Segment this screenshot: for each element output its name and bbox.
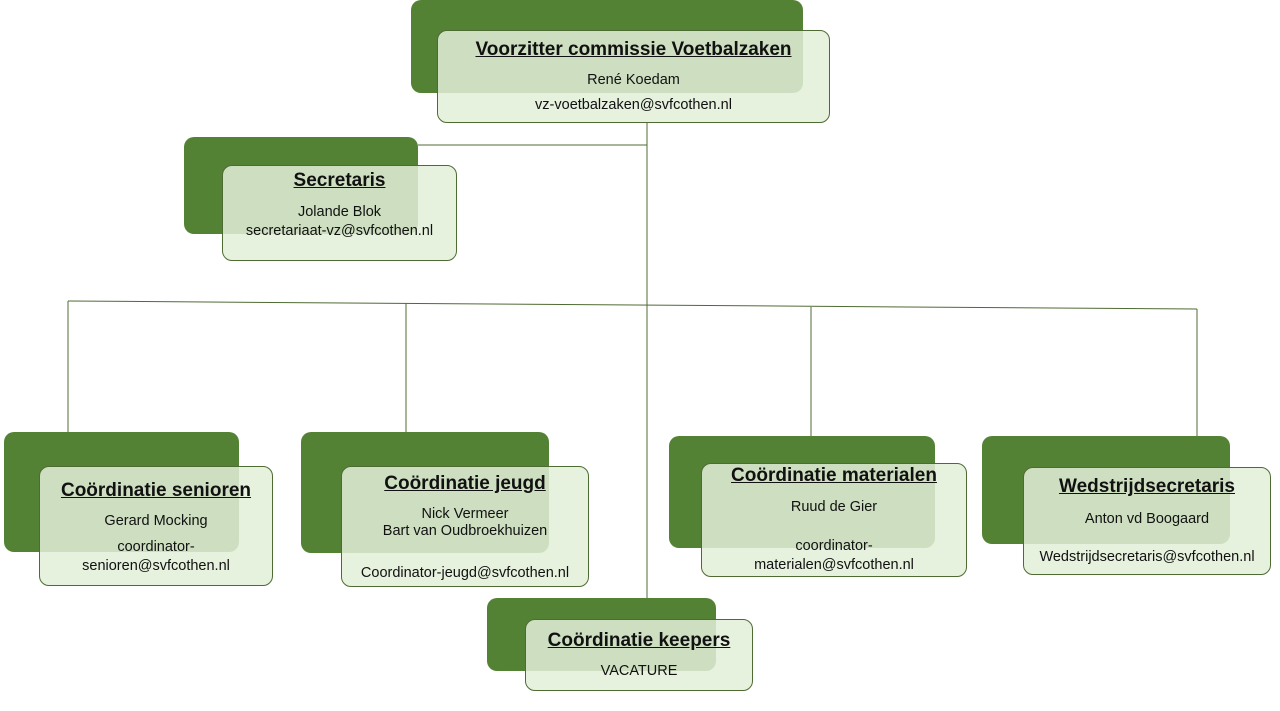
node-email: Coordinator-jeugd@svfcothen.nl bbox=[360, 565, 570, 581]
node-seniors-card: Coördinatie senioren Gerard Mocking coor… bbox=[39, 466, 273, 586]
node-title: Coördinatie materialen bbox=[731, 465, 937, 486]
node-title: Voorzitter commissie Voetbalzaken bbox=[475, 39, 792, 60]
node-chair-card: Voorzitter commissie Voetbalzaken René K… bbox=[437, 30, 830, 123]
node-title: Coördinatie jeugd bbox=[384, 473, 546, 494]
node-materials-card: Coördinatie materialen Ruud de Gier coor… bbox=[701, 463, 967, 577]
node-title: Coördinatie senioren bbox=[60, 480, 252, 501]
node-email-line1: coordinator- bbox=[795, 538, 873, 554]
node-keepers-card: Coördinatie keepers VACATURE bbox=[525, 619, 753, 691]
node-title: Secretaris bbox=[293, 170, 386, 191]
node-email-line2: materialen@svfcothen.nl bbox=[754, 557, 914, 573]
node-name: Jolande Blok bbox=[297, 204, 382, 220]
node-name-1: Nick Vermeer bbox=[421, 506, 509, 522]
node-title: Wedstrijdsecretaris bbox=[1058, 476, 1235, 497]
node-name: Ruud de Gier bbox=[790, 499, 878, 515]
node-name: René Koedam bbox=[587, 72, 680, 88]
node-email: Wedstrijdsecretaris@svfcothen.nl bbox=[1039, 549, 1255, 565]
node-email: secretariaat-vz@svfcothen.nl bbox=[245, 223, 434, 239]
node-youth-card: Coördinatie jeugd Nick Vermeer Bart van … bbox=[341, 466, 589, 587]
node-match-secretary-card: Wedstrijdsecretaris Anton vd Boogaard We… bbox=[1023, 467, 1271, 575]
node-status: VACATURE bbox=[600, 663, 678, 679]
node-email-line1: coordinator- bbox=[117, 539, 195, 555]
node-name: Gerard Mocking bbox=[104, 513, 208, 529]
connector-horizontal-bus bbox=[67, 300, 1198, 310]
node-email-line2: senioren@svfcothen.nl bbox=[82, 558, 230, 574]
node-email: vz-voetbalzaken@svfcothen.nl bbox=[535, 97, 732, 113]
node-name: Anton vd Boogaard bbox=[1084, 511, 1210, 527]
node-name-2: Bart van Oudbroekhuizen bbox=[382, 523, 548, 539]
node-title: Coördinatie keepers bbox=[547, 630, 731, 651]
node-secretary-card: Secretaris Jolande Blok secretariaat-vz@… bbox=[222, 165, 457, 261]
